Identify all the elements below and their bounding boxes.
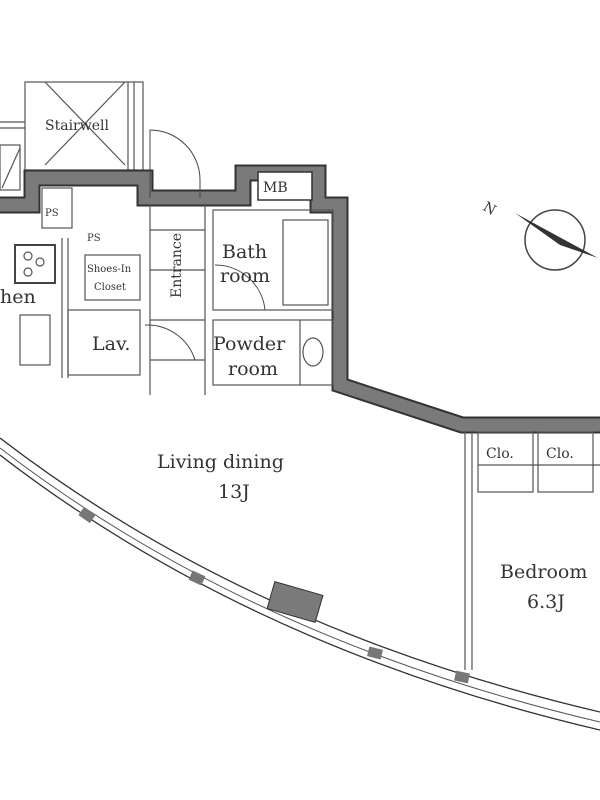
label-living-dining: Living dining — [157, 451, 284, 473]
label-kitchen: hen — [0, 286, 36, 308]
label-closet-2: Clo. — [546, 446, 574, 462]
label-bath-room: room — [220, 265, 270, 287]
label-bath: Bath — [222, 241, 267, 263]
label-entrance: Entrance — [169, 233, 185, 298]
label-ps-2: PS — [87, 233, 101, 244]
compass: N — [480, 199, 598, 271]
label-shoes-in-closet-2: Closet — [94, 282, 126, 293]
label-bedroom-size: 6.3J — [527, 591, 565, 613]
window-wall — [0, 437, 600, 731]
label-closet-1: Clo. — [486, 446, 514, 462]
compass-north-label: N — [480, 199, 499, 219]
label-powder-room: room — [228, 358, 278, 380]
label-stairwell: Stairwell — [45, 118, 109, 134]
label-lav: Lav. — [92, 333, 130, 355]
label-shoes-in-closet: Shoes-In — [87, 264, 132, 275]
label-bedroom: Bedroom — [500, 561, 587, 583]
label-living-size: 13J — [218, 481, 250, 503]
room-labels: Stairwell MB PS PS Shoes-In Closet Entra… — [0, 118, 587, 613]
walls — [0, 164, 600, 434]
label-powder: Powder — [213, 333, 286, 355]
label-mb: MB — [263, 180, 288, 196]
label-ps-1: PS — [45, 208, 59, 219]
interior-lines — [14, 129, 600, 670]
